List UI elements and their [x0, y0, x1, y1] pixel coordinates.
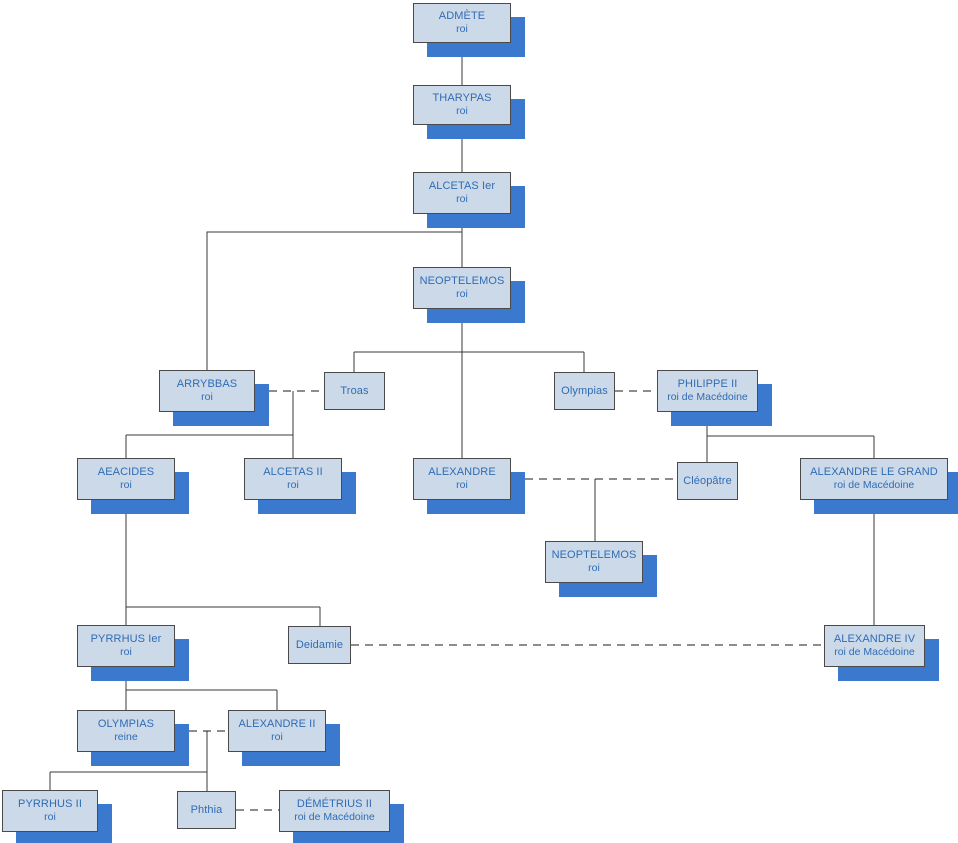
node-label: OLYMPIAS — [97, 718, 155, 731]
node-label: ADMÈTE — [438, 10, 486, 23]
node-alcetas-ier[interactable]: ALCETAS Ier roi — [413, 172, 511, 214]
node-aeacides[interactable]: AEACIDES roi — [77, 458, 175, 500]
node-deidamie[interactable]: Deidamie — [288, 626, 351, 664]
node-title: roi de Macédoine — [834, 646, 915, 659]
node-olympias-reine[interactable]: OLYMPIAS reine — [77, 710, 175, 752]
node-alexandre[interactable]: ALEXANDRE roi — [413, 458, 511, 500]
node-label: ALCETAS II — [263, 466, 323, 479]
node-title: roi — [120, 646, 132, 659]
node-title: roi — [120, 479, 132, 492]
node-title: roi de Macédoine — [833, 479, 915, 492]
node-olympias-spouse[interactable]: Olympias — [554, 372, 615, 410]
node-label: ALEXANDRE II — [238, 718, 316, 731]
node-label: NEOPTELEMOS — [419, 275, 505, 288]
node-demetrius-ii[interactable]: DÉMÉTRIUS II roi de Macédoine — [279, 790, 390, 832]
node-alexandre-le-grand[interactable]: ALEXANDRE LE GRAND roi de Macédoine — [800, 458, 948, 500]
node-title: roi — [456, 288, 468, 301]
node-title: roi — [456, 479, 468, 492]
node-label: ALEXANDRE IV — [833, 633, 916, 646]
node-label: PYRRHUS II — [18, 798, 82, 811]
node-label: ALEXANDRE — [428, 466, 496, 479]
node-admete[interactable]: ADMÈTE roi — [413, 3, 511, 43]
node-title: roi de Macédoine — [667, 391, 748, 404]
node-label: ALCETAS Ier — [428, 180, 496, 193]
node-arrybbas[interactable]: ARRYBBAS roi — [159, 370, 255, 412]
node-label: ALEXANDRE LE GRAND — [810, 466, 938, 479]
node-label: ARRYBBAS — [176, 378, 238, 391]
node-title: roi — [271, 731, 283, 744]
node-title: roi — [456, 23, 468, 36]
node-pyrrhus-ier[interactable]: PYRRHUS Ier roi — [77, 625, 175, 667]
node-title: roi — [456, 193, 468, 206]
node-title: roi — [588, 562, 600, 575]
node-title: roi — [456, 105, 468, 118]
node-tharypas[interactable]: THARYPAS roi — [413, 85, 511, 125]
node-label: DÉMÉTRIUS II — [296, 798, 373, 811]
node-troas[interactable]: Troas — [324, 372, 385, 410]
node-title: roi — [201, 391, 213, 404]
node-label: Deidamie — [295, 638, 344, 651]
node-title: roi — [44, 811, 56, 824]
node-label: PYRRHUS Ier — [90, 633, 162, 646]
node-label: THARYPAS — [432, 92, 492, 105]
node-phthia[interactable]: Phthia — [177, 791, 236, 829]
node-pyrrhus-ii[interactable]: PYRRHUS II roi — [2, 790, 98, 832]
node-label: PHILIPPE II — [677, 378, 738, 391]
node-label: Cléopâtre — [683, 474, 732, 487]
node-neoptelemos-ii[interactable]: NEOPTELEMOS roi — [545, 541, 643, 583]
node-alexandre-iv[interactable]: ALEXANDRE IV roi de Macédoine — [824, 625, 925, 667]
node-label: Olympias — [561, 384, 608, 397]
node-alexandre-ii[interactable]: ALEXANDRE II roi — [228, 710, 326, 752]
node-alcetas-ii[interactable]: ALCETAS II roi — [244, 458, 342, 500]
node-philippe-ii[interactable]: PHILIPPE II roi de Macédoine — [657, 370, 758, 412]
node-label: AEACIDES — [97, 466, 155, 479]
node-title: roi de Macédoine — [294, 811, 375, 824]
node-neoptelemos-i[interactable]: NEOPTELEMOS roi — [413, 267, 511, 309]
node-label: Phthia — [190, 803, 223, 816]
node-title: reine — [114, 731, 138, 744]
node-cleopatre[interactable]: Cléopâtre — [677, 462, 738, 500]
node-label: NEOPTELEMOS — [551, 549, 637, 562]
node-title: roi — [287, 479, 299, 492]
node-label: Troas — [340, 384, 369, 397]
